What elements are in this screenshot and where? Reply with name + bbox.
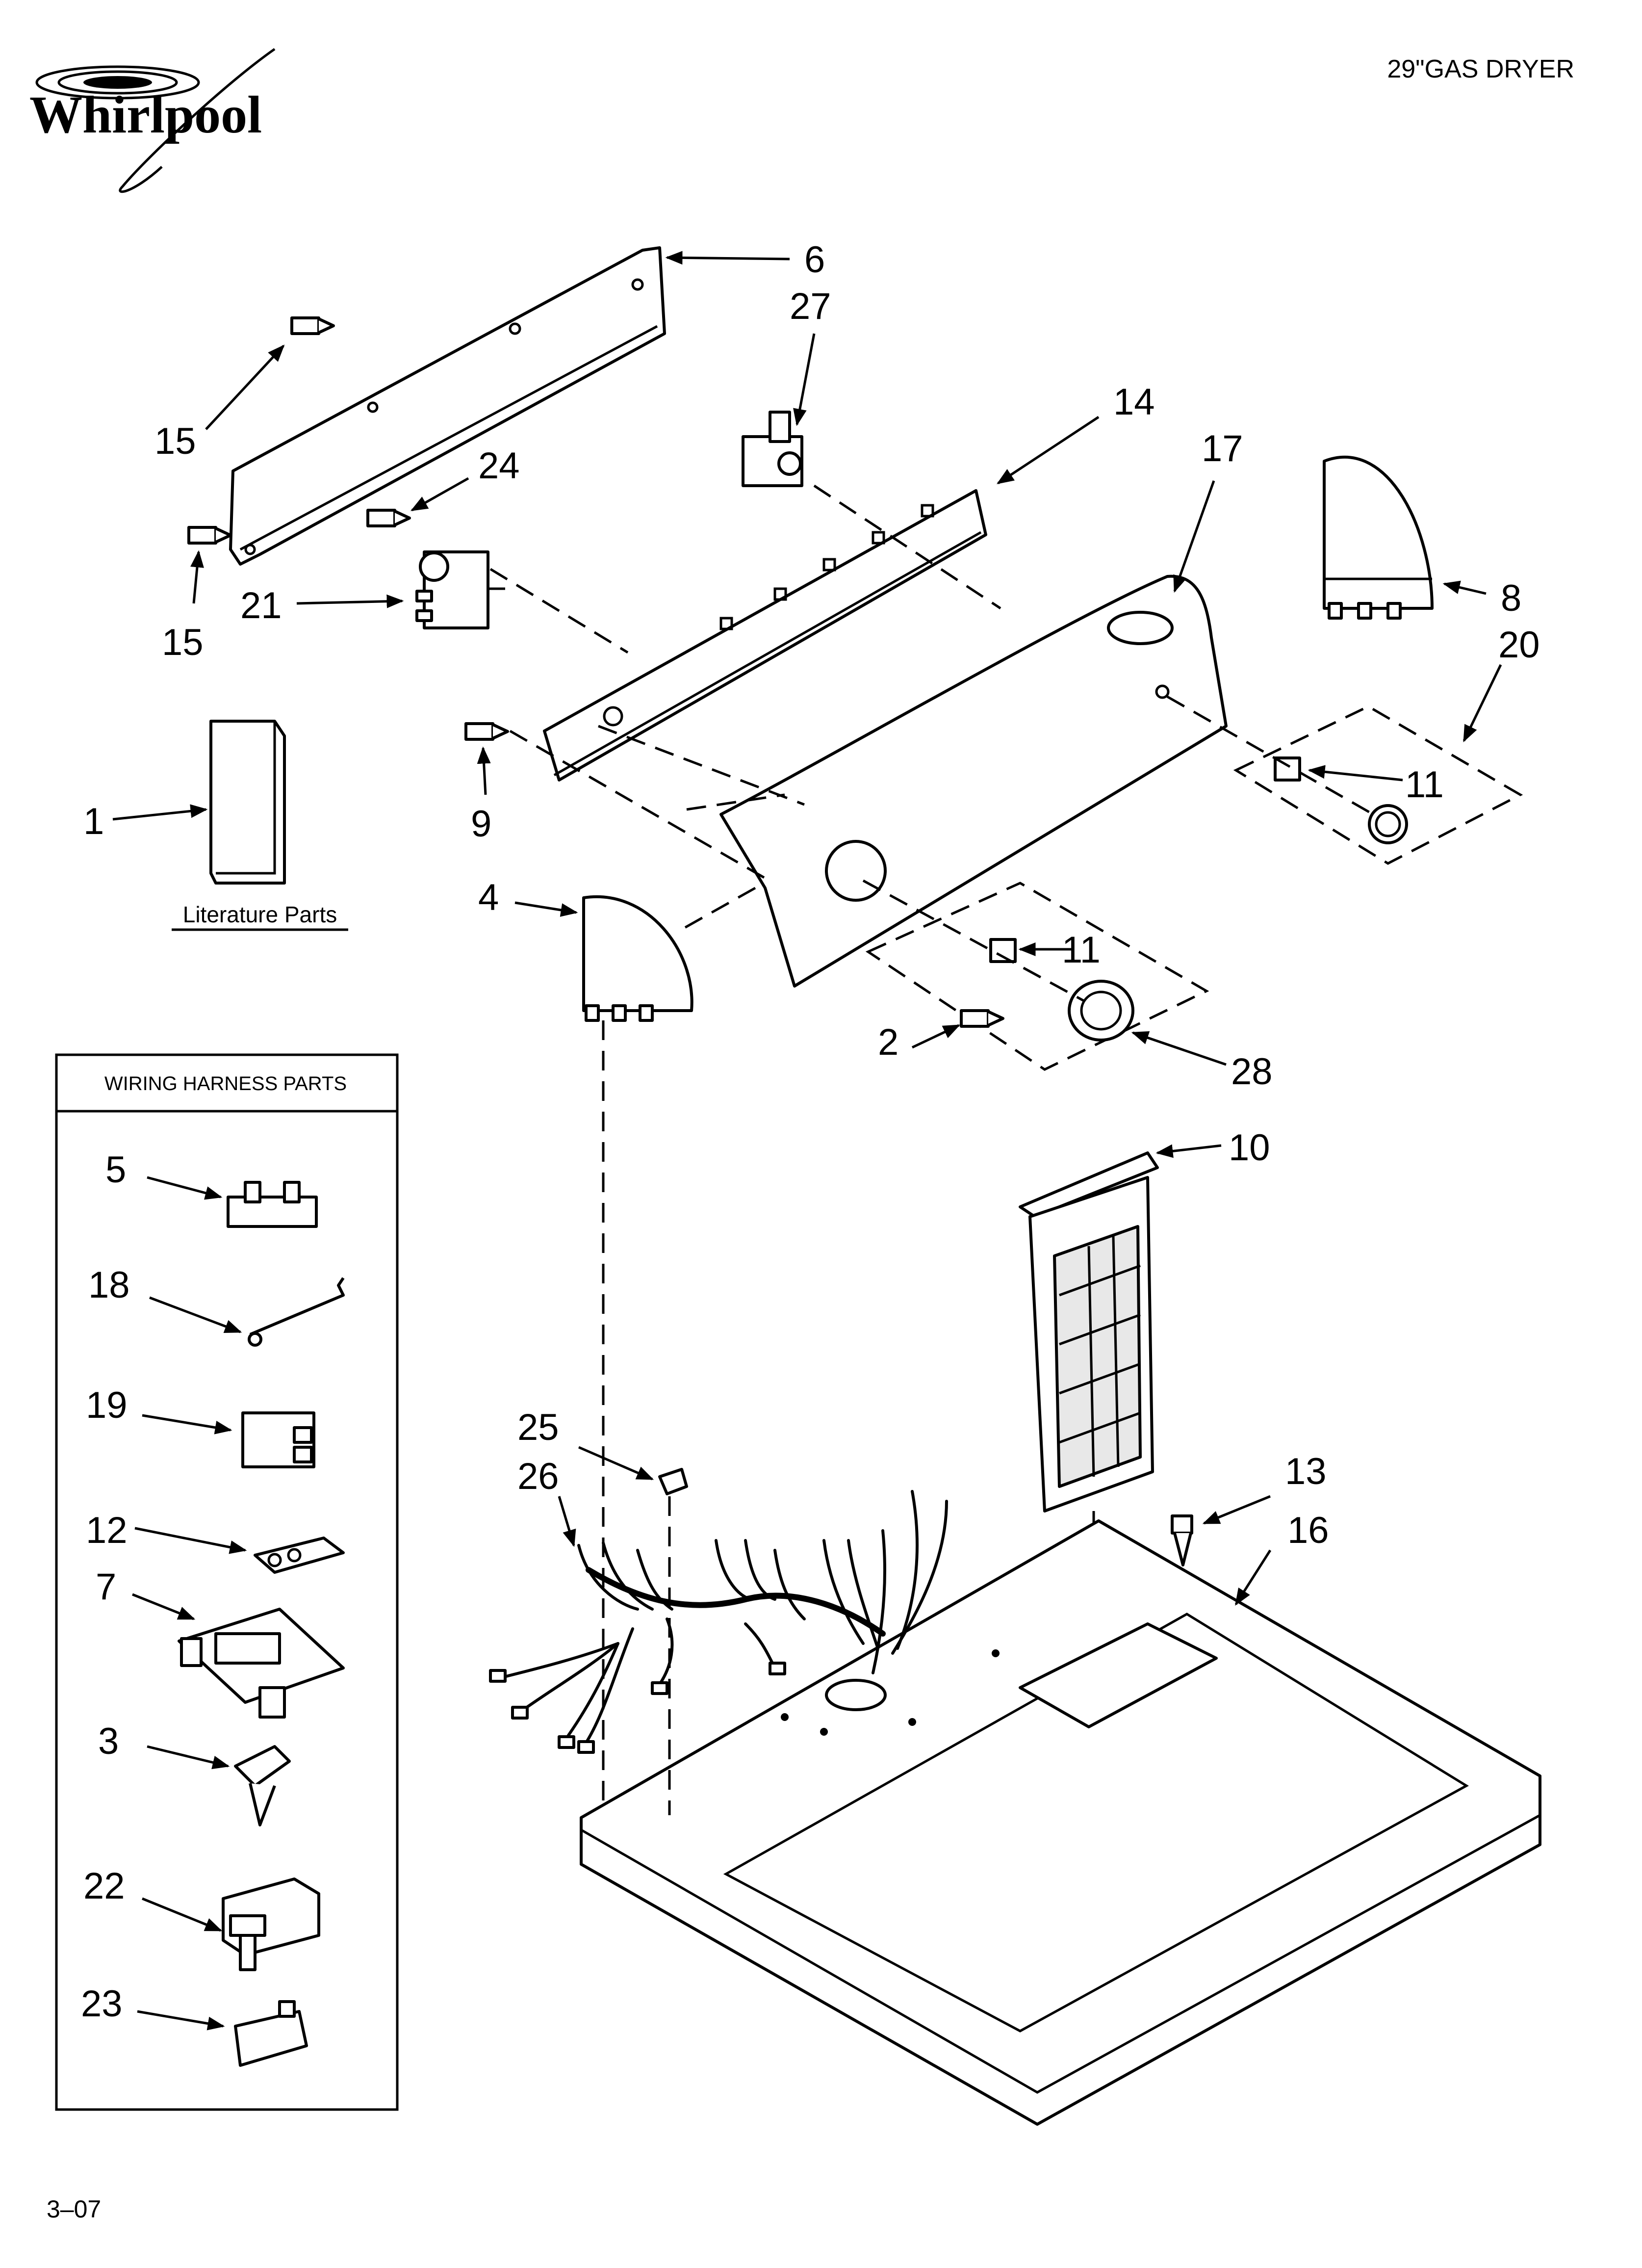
part-7-terminal-block <box>178 1608 345 1719</box>
callout-26: 26 <box>517 1456 559 1497</box>
model-title: 29"GAS DRYER <box>1387 55 1574 83</box>
part-20-knob-right <box>1368 804 1408 844</box>
callout-11-right: 11 <box>1405 764 1444 806</box>
part-26-wire-harness <box>489 1490 948 1754</box>
part-4-left-end-cap <box>582 895 693 1022</box>
wiring-harness-panel: WIRING HARNESS PARTS 5 18 19 12 <box>55 1053 399 2111</box>
part-9-screw <box>464 722 509 741</box>
part-2-screw <box>960 1009 1004 1028</box>
part-24-screw <box>366 509 411 527</box>
part-6-rear-panel <box>229 246 666 566</box>
part-18-terminal <box>249 1277 345 1336</box>
callout-24: 24 <box>478 445 520 487</box>
part-17-console <box>719 574 1228 988</box>
part-22-connector <box>222 1877 320 1971</box>
part-8-right-end-cap <box>1323 456 1434 620</box>
literature-parts-label: Literature Parts <box>183 902 337 927</box>
callout-16: 16 <box>1287 1510 1329 1551</box>
part-21-switch <box>415 550 505 629</box>
part-5-connector <box>227 1196 318 1228</box>
callout-15-upper: 15 <box>154 420 196 462</box>
callout-25: 25 <box>517 1407 559 1448</box>
whirlpool-logo: Whirlpool <box>29 48 276 193</box>
callout-19: 19 <box>86 1384 128 1426</box>
callout-8: 8 <box>1501 577 1521 619</box>
callout-22: 22 <box>83 1865 125 1907</box>
knob-group-20-outline <box>1233 705 1523 865</box>
part-10-lint-screen <box>1019 1151 1159 1512</box>
harness-box-title: WIRING HARNESS PARTS <box>104 1073 347 1095</box>
callout-17: 17 <box>1202 428 1243 469</box>
callout-23: 23 <box>81 1983 123 2025</box>
callout-14: 14 <box>1113 381 1155 423</box>
callout-13: 13 <box>1285 1451 1327 1492</box>
callout-18: 18 <box>88 1264 130 1306</box>
knob-group-28-outline <box>865 882 1209 1071</box>
callout-1: 1 <box>83 801 104 842</box>
part-16-top-panel <box>580 1519 1541 2126</box>
part-28-knob <box>1068 980 1134 1042</box>
callout-2: 2 <box>878 1021 898 1063</box>
callout-15-lower: 15 <box>162 622 204 663</box>
part-1-literature <box>209 720 286 885</box>
callout-12: 12 <box>86 1510 128 1551</box>
callout-27: 27 <box>790 286 831 327</box>
part-13-screw <box>1171 1514 1193 1566</box>
callout-11-left: 11 <box>1062 929 1101 971</box>
callout-3: 3 <box>98 1721 119 1762</box>
page-code: 3–07 <box>47 2195 101 2223</box>
part-3-clip <box>234 1745 291 1826</box>
part-15-screw-lower <box>187 526 232 545</box>
part-11-knob-spring-left <box>989 938 1017 963</box>
callout-21: 21 <box>240 585 282 626</box>
part-15-screw-upper <box>290 316 335 335</box>
callout-20: 20 <box>1498 624 1540 666</box>
callout-9: 9 <box>471 803 491 845</box>
part-14-control-bracket <box>543 489 987 782</box>
part-23-connector <box>234 2000 308 2067</box>
callout-6: 6 <box>804 239 825 281</box>
callout-7: 7 <box>96 1566 116 1608</box>
callout-4: 4 <box>478 877 499 918</box>
callout-5: 5 <box>105 1149 126 1191</box>
brand-name: Whirlpool <box>29 86 262 144</box>
callout-10: 10 <box>1229 1127 1270 1169</box>
part-27-timer <box>742 411 803 487</box>
callout-28: 28 <box>1231 1051 1273 1093</box>
part-25-clip <box>658 1468 688 1495</box>
